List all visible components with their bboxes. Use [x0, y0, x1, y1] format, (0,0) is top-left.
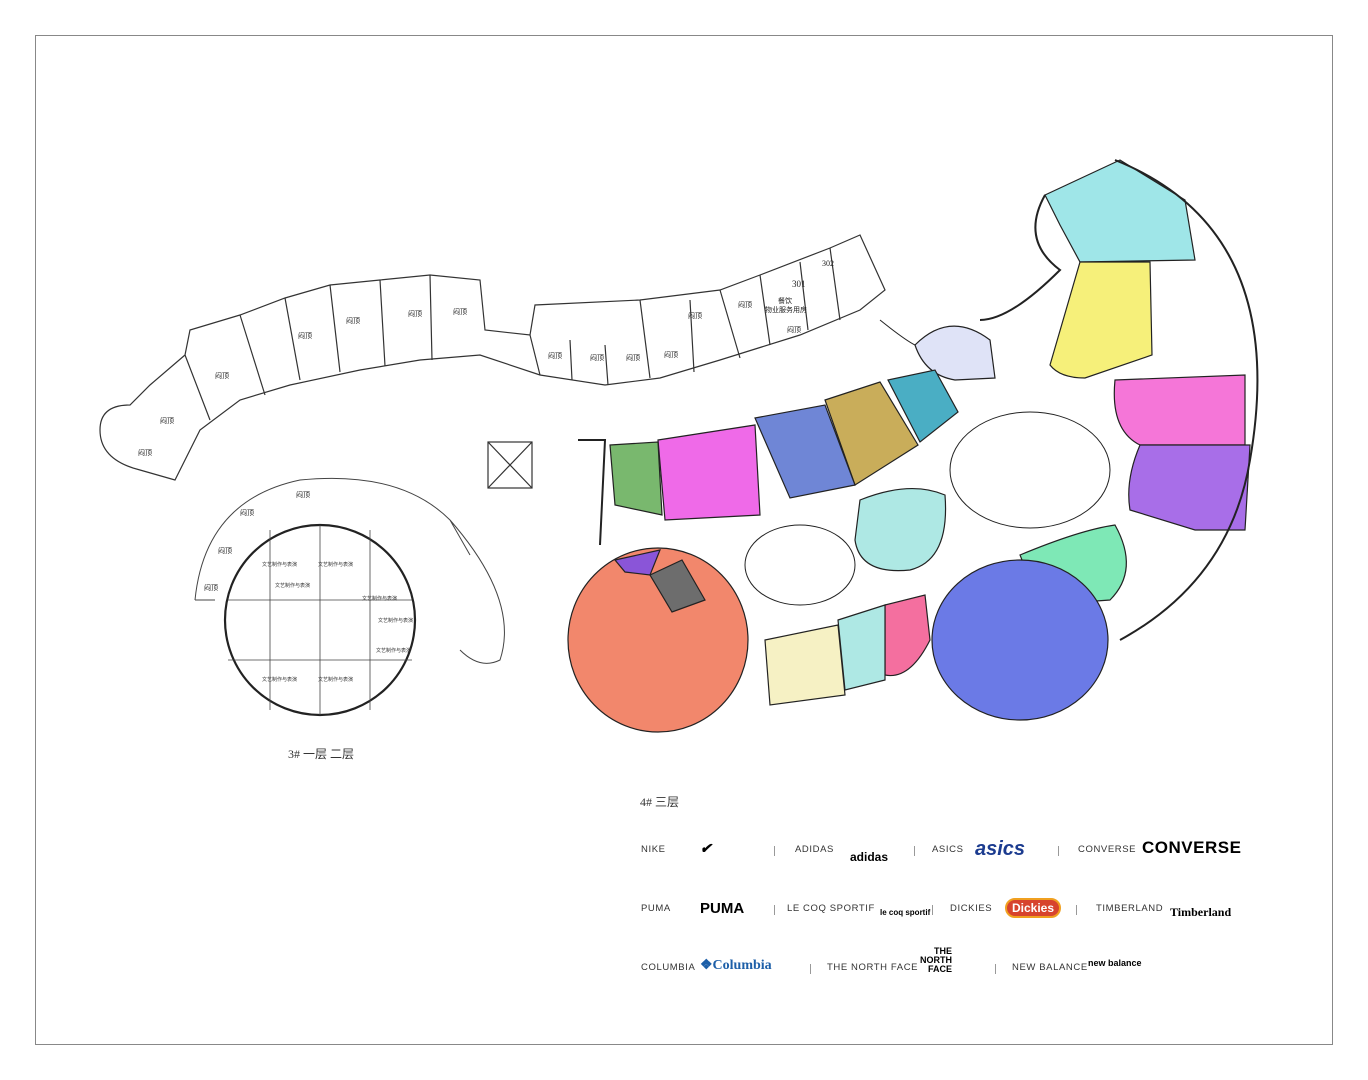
brand-name-adidas: ADIDAS	[795, 844, 834, 855]
svg-text:302: 302	[822, 259, 834, 268]
legend-separator	[995, 964, 996, 974]
svg-text:文艺制作与表演: 文艺制作与表演	[378, 617, 413, 624]
svg-text:闷顶: 闷顶	[204, 583, 218, 592]
legend-separator	[774, 905, 775, 915]
retail-unit-blue	[754, 404, 856, 499]
svg-text:闷顶: 闷顶	[664, 350, 678, 359]
svg-text:文艺制作与表演: 文艺制作与表演	[318, 561, 353, 568]
brand-name-dickies: DICKIES	[950, 903, 993, 914]
svg-text:闷顶: 闷顶	[548, 351, 562, 360]
svg-text:闷顶: 闷顶	[138, 448, 152, 457]
retail-unit-teal	[887, 369, 959, 443]
svg-text:闷顶: 闷顶	[240, 508, 254, 517]
svg-text:闷顶: 闷顶	[218, 546, 232, 555]
building3-caption: 3# 一层 二层	[288, 747, 354, 761]
legend-separator	[810, 964, 811, 974]
retail-unit-gray	[649, 559, 706, 613]
timberland-logo-icon: Timberland	[1170, 905, 1232, 919]
puma-logo-icon: PUMA	[700, 900, 745, 917]
svg-text:闷顶: 闷顶	[215, 371, 229, 380]
legend-separator	[1076, 905, 1077, 915]
brand-name-timberland: TIMBERLAND	[1096, 903, 1164, 914]
building-4-units	[567, 159, 1251, 733]
svg-text:闷顶: 闷顶	[453, 307, 467, 316]
retail-unit-hotpink	[884, 594, 931, 677]
svg-text:闷顶: 闷顶	[408, 309, 422, 318]
legend-separator	[914, 846, 915, 856]
svg-text:301: 301	[792, 279, 806, 289]
svg-text:文艺制作与表演: 文艺制作与表演	[362, 595, 397, 602]
svg-text:闷顶: 闷顶	[787, 325, 801, 334]
retail-unit-orange	[567, 547, 749, 733]
new-balance-logo-icon: new balance	[1088, 958, 1142, 968]
svg-text:文艺制作与表演: 文艺制作与表演	[262, 561, 297, 568]
svg-text:闷顶: 闷顶	[296, 490, 310, 499]
svg-text:闷顶: 闷顶	[688, 311, 702, 320]
svg-text:闷顶: 闷顶	[590, 353, 604, 362]
retail-unit-pink	[1113, 374, 1246, 446]
retail-unit-green	[609, 441, 663, 516]
svg-text:文艺制作与表演: 文艺制作与表演	[275, 582, 310, 589]
svg-text:闷顶: 闷顶	[298, 331, 312, 340]
svg-text:闷顶: 闷顶	[738, 300, 752, 309]
brand-name-le-coq-sportif: LE COQ SPORTIF	[787, 903, 875, 914]
legend-separator	[932, 905, 933, 915]
svg-text:物业服务用房: 物业服务用房	[765, 305, 807, 314]
svg-text:文艺制作与表演: 文艺制作与表演	[262, 676, 297, 683]
retail-unit-yellow	[1049, 261, 1153, 379]
retail-unit-aqua	[837, 604, 886, 691]
retail-unit-magenta	[657, 424, 761, 521]
converse-logo-icon: CONVERSE	[1142, 838, 1242, 857]
building-3: 文艺制作与表演 文艺制作与表演 文艺制作与表演 文艺制作与表演 文艺制作与表演 …	[194, 477, 505, 761]
retail-unit-cream	[764, 624, 846, 706]
svg-text:闷顶: 闷顶	[626, 353, 640, 362]
dickies-logo-icon: Dickies	[1005, 898, 1062, 918]
brand-name-converse: CONVERSE	[1078, 844, 1137, 855]
retail-unit-cyan	[1044, 159, 1196, 263]
retail-unit-violet	[613, 549, 661, 576]
svg-text:文艺制作与表演: 文艺制作与表演	[376, 647, 411, 654]
retail-unit-royal	[931, 559, 1109, 721]
building4-caption: 4# 三层	[640, 795, 679, 809]
svg-text:闷顶: 闷顶	[346, 316, 360, 325]
le-coq-sportif-logo-icon: le coq sportif	[880, 908, 931, 917]
legend-separator	[774, 846, 775, 856]
svg-text:餐饮: 餐饮	[778, 296, 792, 305]
nike-logo-icon: ✔	[700, 840, 712, 856]
brand-name-puma: PUMA	[641, 903, 671, 914]
retail-unit-lavender	[914, 325, 996, 381]
columbia-logo-icon: ❖Columbia	[700, 958, 772, 973]
building-4-outline	[578, 159, 1259, 641]
brand-name-new-balance: NEW BALANCE	[1012, 962, 1088, 973]
brand-name-columbia: COLUMBIA	[641, 962, 696, 973]
adidas-logo-icon: adidas	[850, 850, 889, 864]
retail-unit-aqua	[854, 488, 947, 572]
retail-unit-purple	[1128, 444, 1251, 531]
map-frame	[35, 35, 1333, 1045]
brand-name-the-north-face: THE NORTH FACE	[827, 962, 919, 973]
north-wing-labels: 闷顶 闷顶 闷顶 闷顶 闷顶 闷顶 闷顶 闷顶 闷顶 闷顶 闷顶 闷顶 闷顶 闷…	[138, 259, 834, 457]
brand-name-nike: NIKE	[641, 844, 666, 855]
svg-text:文艺制作与表演: 文艺制作与表演	[318, 676, 353, 683]
asics-logo-icon: asics	[975, 838, 1026, 860]
legend-separator	[1058, 846, 1059, 856]
brand-name-asics: ASICS	[932, 844, 964, 855]
svg-text:闷顶: 闷顶	[160, 416, 174, 425]
north-wing-outline	[99, 234, 886, 489]
